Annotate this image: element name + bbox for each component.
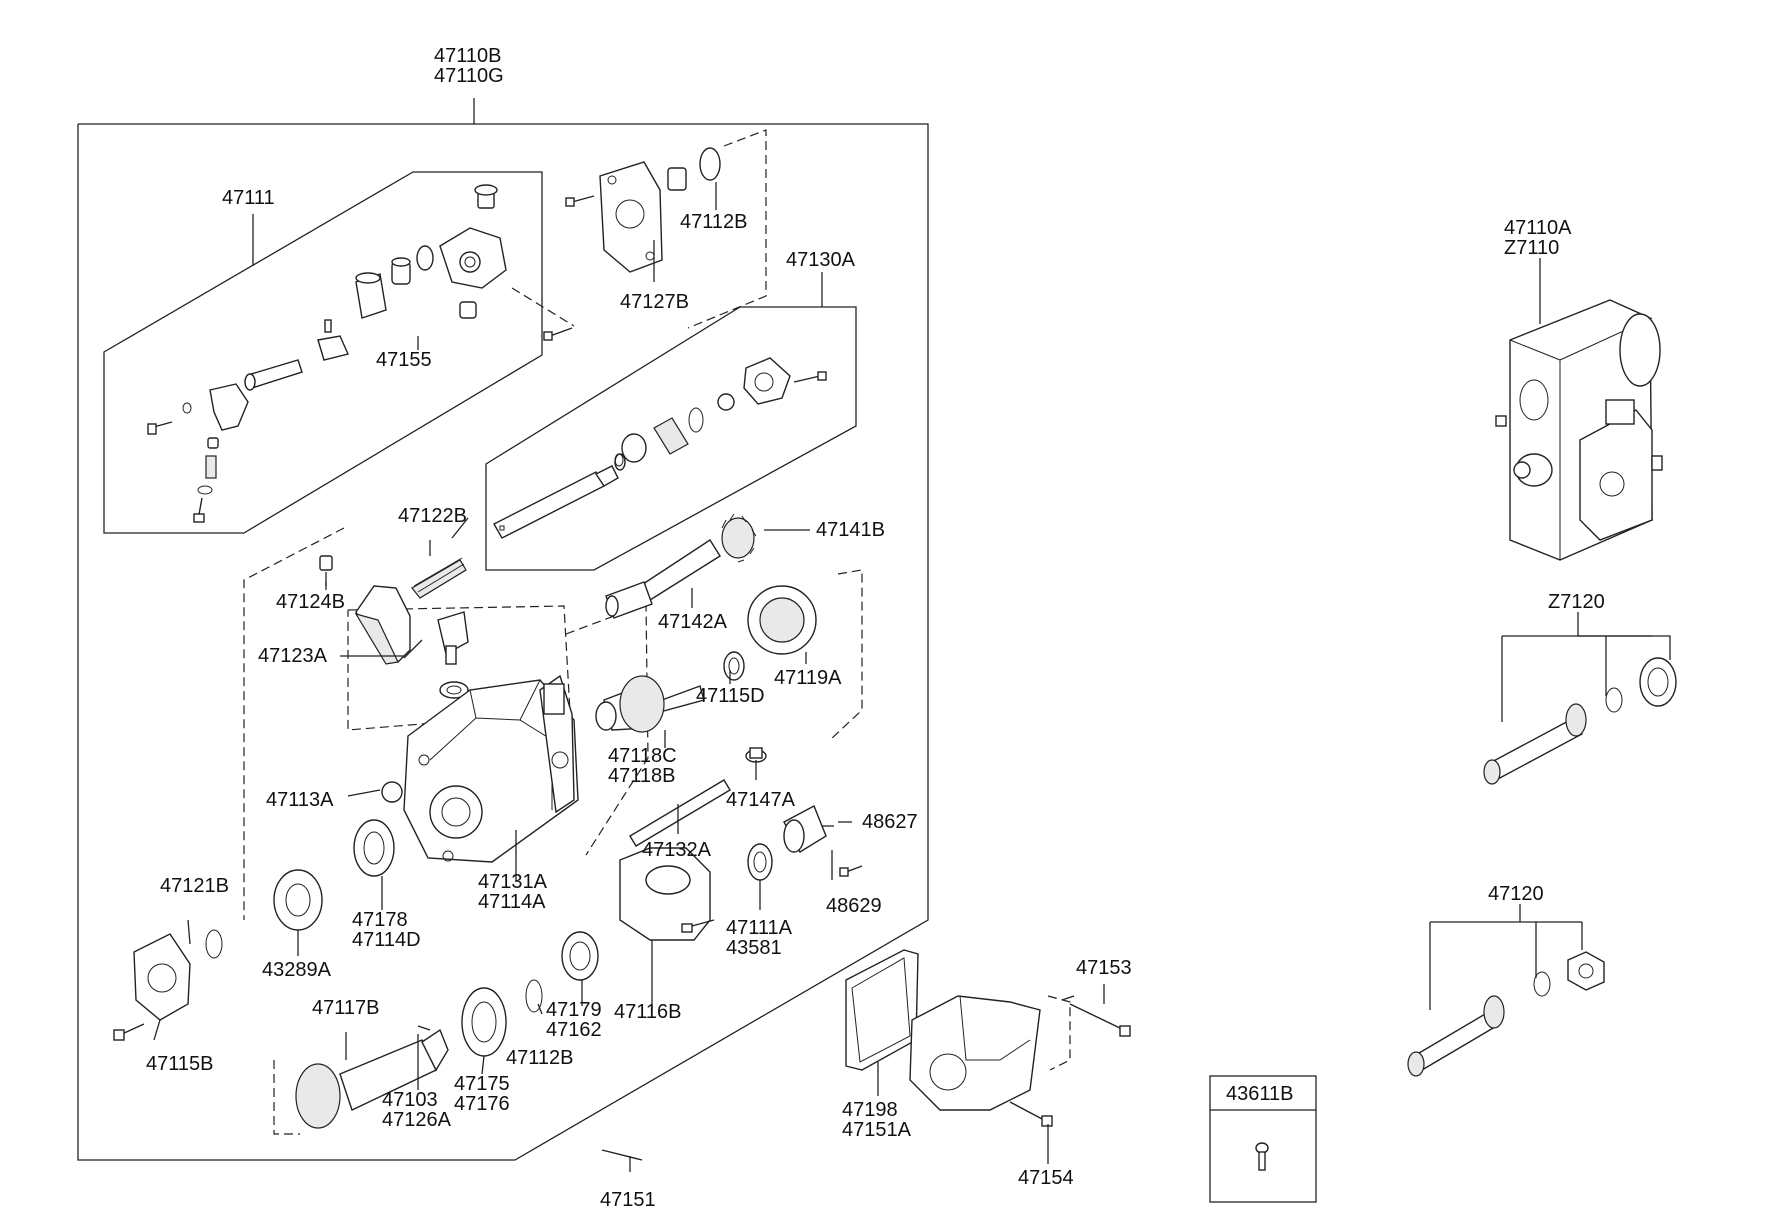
- label-47147A: 47147A: [726, 789, 795, 811]
- shaft-kit-47120: [1407, 904, 1605, 1077]
- label-48629: 48629: [826, 895, 882, 917]
- label-47141B: 47141B: [816, 519, 885, 541]
- label-47142A: 47142A: [658, 611, 727, 633]
- label-47132A: 47132A: [642, 839, 711, 861]
- shift-rod-parts: [493, 357, 827, 539]
- label-47120: 47120: [1488, 883, 1544, 905]
- main-assembly-outline: [77, 98, 929, 1161]
- gear-shaft-parts: [595, 513, 817, 941]
- shaft-kit-Z7120: [1483, 612, 1677, 785]
- label-47155: 47155: [376, 349, 432, 371]
- label-43611B: 43611B: [1226, 1083, 1294, 1105]
- fork-spring-switch-parts: [319, 540, 469, 699]
- label-47154: 47154: [1018, 1167, 1074, 1189]
- label-47116B: 47116B: [614, 1001, 682, 1023]
- output-shaft-parts: [273, 931, 643, 1161]
- subgroup-47111-outline: [103, 171, 543, 534]
- bearing-parts-left: [113, 781, 403, 1041]
- label-Z7120: Z7120: [1548, 591, 1605, 613]
- label-47119A: 47119A: [774, 667, 842, 689]
- label-47112B-low: 47112B: [506, 1047, 574, 1069]
- subgroup-47130A-outline: [485, 306, 857, 571]
- cover-47127B-parts: [565, 129, 767, 329]
- label-47127B: 47127B: [620, 291, 689, 313]
- label-47130A: 47130A: [786, 249, 855, 271]
- transfer-case-housing: [403, 674, 579, 863]
- label-47122B: 47122B: [398, 505, 467, 527]
- label-47124B: 47124B: [276, 591, 345, 613]
- label-43289A: 43289A: [262, 959, 331, 981]
- label-48627: 48627: [862, 811, 918, 833]
- label-47151: 47151: [600, 1189, 656, 1211]
- label-47111: 47111: [222, 187, 275, 209]
- label-47121B: 47121B: [160, 875, 229, 897]
- label-47113A: 47113A: [266, 789, 334, 811]
- label-47115D: 47115D: [696, 685, 765, 707]
- case-group-outline: [243, 527, 345, 920]
- label-47115B: 47115B: [146, 1053, 214, 1075]
- label-47123A: 47123A: [258, 645, 327, 667]
- transfer-case-assembly-47110A: [1495, 258, 1663, 561]
- part-43611B-box: [1209, 1075, 1317, 1203]
- selector-shaft-parts: [147, 184, 575, 523]
- leader-lines: [153, 336, 1105, 1172]
- label-47117B: 47117B: [312, 997, 380, 1019]
- label-47112B-top: 47112B: [680, 211, 748, 233]
- label-47153: 47153: [1076, 957, 1132, 979]
- rear-cover-parts: [845, 949, 1131, 1127]
